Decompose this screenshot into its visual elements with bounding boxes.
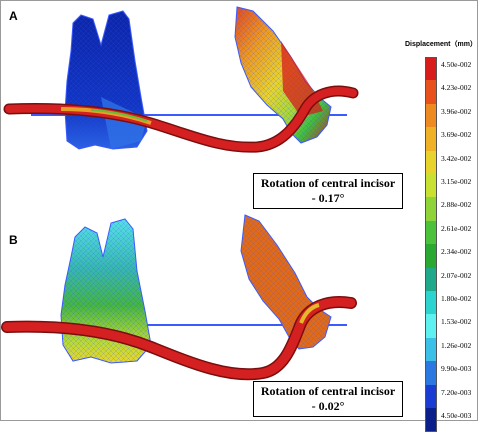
legend-title: Displacement（mm） <box>405 41 477 48</box>
legend-tick-label: 7.20e-003 <box>441 387 472 397</box>
legend-swatch <box>425 150 437 175</box>
legend-swatch <box>425 267 437 292</box>
legend-tick-label: 2.07e-002 <box>441 270 472 280</box>
legend-swatch <box>425 361 437 386</box>
legend-tick-label: 3.15e-002 <box>441 177 472 186</box>
legend-swatch <box>425 174 437 198</box>
legend-tick-label: 2.61e-002 <box>441 223 472 233</box>
legend-tick-label: 1.80e-002 <box>441 294 472 303</box>
rotation-value-b: - 0.02° <box>311 399 345 413</box>
rotation-title-b: Rotation of central incisor <box>260 384 396 398</box>
legend-swatch <box>425 57 437 81</box>
legend-swatch <box>425 291 437 315</box>
legend-swatch <box>425 103 437 128</box>
legend-tick-label: 1.26e-002 <box>441 340 472 350</box>
legend-swatch <box>425 408 437 432</box>
rotation-title-a: Rotation of central incisor <box>260 176 396 190</box>
panel-b-model <box>1 214 357 381</box>
legend-tick-label: 2.88e-002 <box>441 200 472 210</box>
rotation-box-b: Rotation of central incisor - 0.02° <box>253 381 403 417</box>
legend-tick-label: 3.69e-002 <box>441 130 472 140</box>
legend-tick-label: 3.96e-002 <box>441 106 472 116</box>
legend-tick-label: 4.50e-002 <box>441 60 472 69</box>
panel-a-label: A <box>9 9 18 23</box>
legend-tick-label: 4.23e-002 <box>441 83 472 93</box>
legend-swatch <box>425 197 437 222</box>
legend-tick-label: 1.53e-002 <box>441 317 472 327</box>
legend-tick-label: 2.34e-002 <box>441 247 472 257</box>
legend-swatch <box>425 220 437 245</box>
fe-model-illustration <box>1 6 359 381</box>
legend-swatch <box>425 337 437 362</box>
legend-tick-label: 3.42e-002 <box>441 153 472 163</box>
legend-swatch <box>425 314 437 339</box>
legend-swatch <box>425 244 437 269</box>
legend-swatch <box>425 384 437 409</box>
rotation-box-a: Rotation of central incisor - 0.17° <box>253 173 403 209</box>
panel-a-model <box>3 6 359 153</box>
rotation-value-a: - 0.17° <box>311 191 345 205</box>
legend-tick-label: 4.50e-003 <box>441 411 472 420</box>
legend-swatch <box>425 127 437 152</box>
panel-b-label: B <box>9 233 18 247</box>
legend-tick-label: 9.90e-003 <box>441 364 472 374</box>
legend-swatch <box>425 80 437 105</box>
